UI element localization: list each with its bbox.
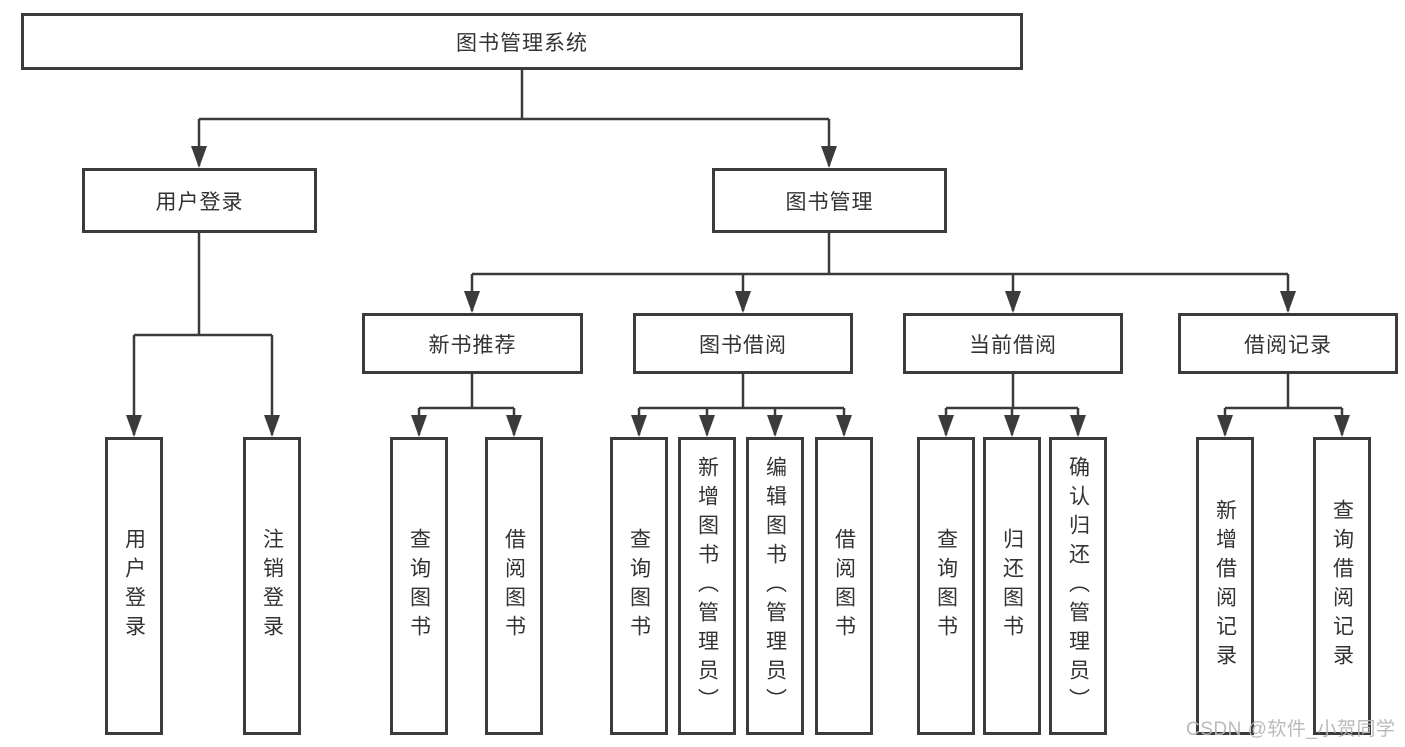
leaf-edit-books-admin-label: 编辑图书（管理员） xyxy=(763,455,787,717)
node-borrowing-records: 借阅记录 xyxy=(1178,313,1398,374)
leaf-user-login: 用户登录 xyxy=(105,437,163,735)
leaf-query-books-current: 查询图书 xyxy=(917,437,975,735)
leaf-return-books: 归还图书 xyxy=(983,437,1041,735)
leaf-query-books-current-label: 查询图书 xyxy=(934,528,958,644)
leaf-borrow-books-borrowing-label: 借阅图书 xyxy=(832,528,856,644)
connector-current-borrowing-bus xyxy=(946,374,1078,410)
leaf-confirm-return-admin-label: 确认归还（管理员） xyxy=(1066,455,1090,717)
leaf-query-books-recommend: 查询图书 xyxy=(390,437,448,735)
node-new-book-recommend: 新书推荐 xyxy=(362,313,583,374)
leaf-query-borrow-record-label: 查询借阅记录 xyxy=(1330,499,1354,673)
leaf-borrow-books-recommend-label: 借阅图书 xyxy=(502,528,526,644)
leaf-borrow-books-recommend: 借阅图书 xyxy=(485,437,543,735)
leaf-return-books-label: 归还图书 xyxy=(1000,528,1024,644)
leaf-user-login-label: 用户登录 xyxy=(122,528,146,644)
leaf-confirm-return-admin: 确认归还（管理员） xyxy=(1049,437,1107,735)
connector-book-borrowing-bus xyxy=(639,374,844,410)
leaf-query-books-borrowing-label: 查询图书 xyxy=(627,528,651,644)
leaf-add-books-admin-label: 新增图书（管理员） xyxy=(695,455,719,717)
leaf-logout-label: 注销登录 xyxy=(260,528,284,644)
leaf-query-borrow-record: 查询借阅记录 xyxy=(1313,437,1371,735)
csdn-watermark: CSDN @软件_小贺同学 xyxy=(1186,719,1396,740)
node-user-login: 用户登录 xyxy=(82,168,317,233)
connector-borrowing-records-bus xyxy=(1225,374,1342,410)
leaf-query-books-recommend-label: 查询图书 xyxy=(407,528,431,644)
leaf-add-books-admin: 新增图书（管理员） xyxy=(678,437,736,735)
node-book-management: 图书管理 xyxy=(712,168,947,233)
leaf-add-borrow-record-label: 新增借阅记录 xyxy=(1213,499,1237,673)
node-library-management-system: 图书管理系统 xyxy=(21,13,1023,70)
leaf-add-borrow-record: 新增借阅记录 xyxy=(1196,437,1254,735)
connector-root-to-level2-bus xyxy=(199,69,829,121)
leaf-edit-books-admin: 编辑图书（管理员） xyxy=(746,437,804,735)
leaf-query-books-borrowing: 查询图书 xyxy=(610,437,668,735)
node-current-borrowing: 当前借阅 xyxy=(903,313,1123,374)
connector-book-management-bus xyxy=(472,233,1288,276)
leaf-logout: 注销登录 xyxy=(243,437,301,735)
connector-user-login-bus xyxy=(134,233,272,337)
node-book-borrowing: 图书借阅 xyxy=(633,313,853,374)
connector-new-book-recommend-bus xyxy=(419,374,514,410)
leaf-borrow-books-borrowing: 借阅图书 xyxy=(815,437,873,735)
